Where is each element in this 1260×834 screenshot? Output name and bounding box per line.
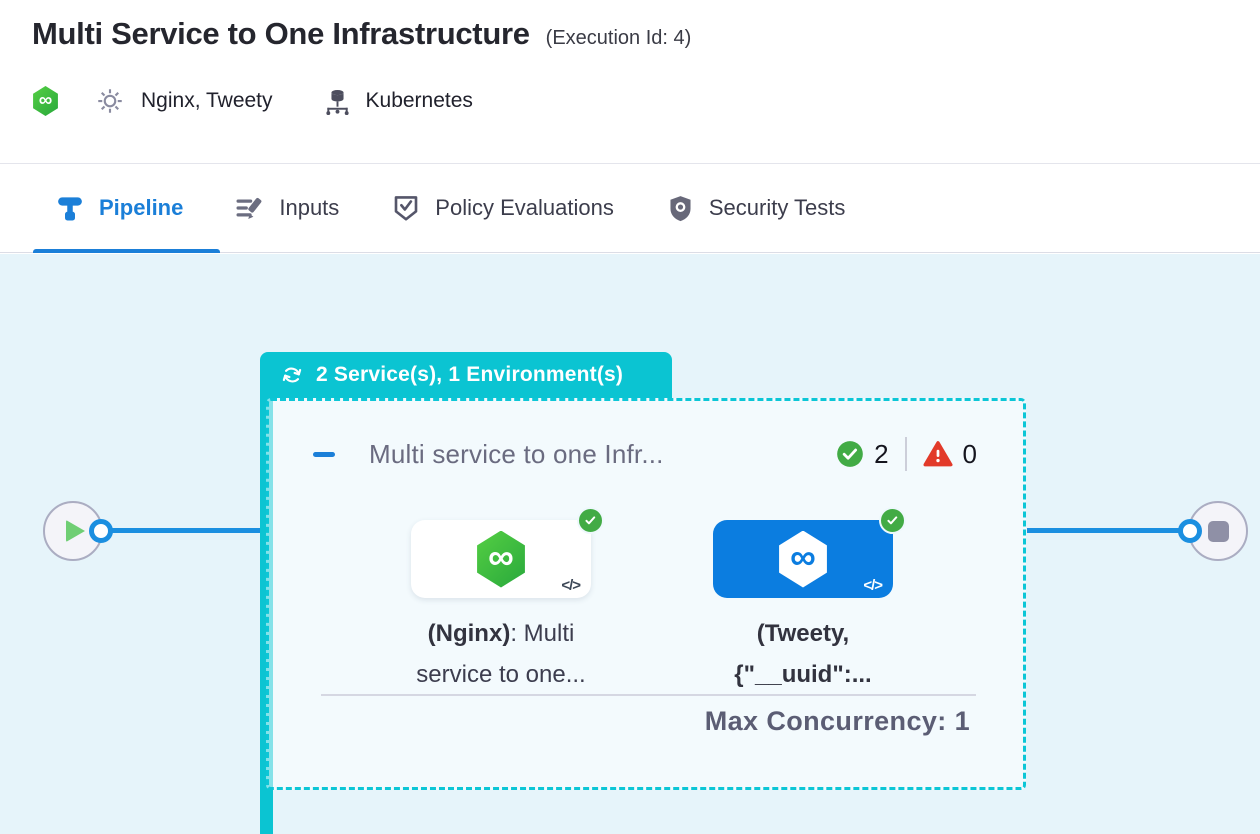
stage-header-row: Multi service to one Infr... 2 [313,437,977,471]
success-badge-icon [577,507,604,534]
max-concurrency-label: Max Concurrency: 1 [704,706,970,736]
connector-line-left [101,528,260,533]
service-label-line1: (Tweety, [691,613,915,654]
services-names: Nginx, Tweety [141,89,273,112]
policy-shield-check-icon [391,193,421,223]
pipeline-end-node[interactable] [1188,501,1248,561]
end-link-point[interactable] [1178,519,1202,543]
infinity-glyph: ∞ [488,536,514,577]
security-shield-icon [666,194,695,223]
tab-inputs[interactable]: Inputs [235,193,339,223]
tab-pipeline[interactable]: Pipeline [55,193,183,223]
count-divider [904,437,907,471]
harness-service-icon: ∞ [477,530,525,588]
gear-icon [95,86,125,116]
page-title: Multi Service to One Infrastructure [32,16,530,51]
stage-group-badge-label: 2 Service(s), 1 Environment(s) [316,363,624,386]
tab-policy-evaluations-label: Policy Evaluations [435,195,614,220]
service-label-line2: service to one... [416,661,586,688]
tab-inputs-label: Inputs [279,195,340,220]
harness-service-icon: ∞ [33,86,58,116]
service-label-nginx[interactable]: (Nginx): Multi service to one... [389,613,613,695]
start-link-point[interactable] [89,519,113,543]
loop-icon [279,362,305,388]
stage-footer-divider [321,694,976,696]
service-card-tweety[interactable]: ∞ </> [713,507,906,598]
execution-header: Multi Service to One Infrastructure (Exe… [0,0,1260,163]
failed-count: 0 [962,438,977,469]
stage-group-badge[interactable]: 2 Service(s), 1 Environment(s) [260,352,672,398]
active-tab-underline [33,249,220,253]
inputs-icon [235,193,265,223]
tab-policy-evaluations[interactable]: Policy Evaluations [391,193,614,223]
service-label-line1: (Nginx): Multi [389,613,613,654]
service-name: (Tweety, [756,620,850,647]
service-label-line2: {"__uuid":... [734,661,872,688]
code-icon: </> [863,577,883,594]
tab-security-tests-label: Security Tests [708,195,846,220]
header-meta-row: ∞ Nginx, Tweety [32,86,473,116]
stage-status-counts: 2 0 [836,437,977,471]
pipeline-icon [55,193,85,223]
service-name: (Nginx) [427,620,511,647]
infrastructure-icon [323,87,352,116]
infrastructure-name: Kubernetes [365,89,473,112]
stop-icon [1207,520,1229,542]
tab-security-tests[interactable]: Security Tests [666,194,846,223]
code-icon: </> [561,577,581,594]
harness-service-icon: ∞ [779,530,827,588]
stage-group-container[interactable]: Multi service to one Infr... 2 [266,398,1026,790]
service-card-nginx[interactable]: ∞ </> [411,507,604,598]
execution-id: (Execution Id: 4) [545,27,692,49]
success-check-icon [836,440,864,468]
success-badge-icon [879,507,906,534]
connector-line-right [1027,528,1190,533]
play-icon [66,520,85,542]
collapse-stage-button[interactable] [313,451,335,457]
tab-pipeline-label: Pipeline [99,195,184,220]
service-label-tweety[interactable]: (Tweety, {"__uuid":... [691,613,915,695]
execution-tabbar: Pipeline Inputs [0,163,1260,253]
success-count: 2 [874,438,889,469]
service-name-rest: : Multi [510,620,575,647]
title-row: Multi Service to One Infrastructure (Exe… [32,16,691,52]
infinity-glyph: ∞ [790,536,816,577]
stage-title: Multi service to one Infr... [369,438,664,469]
infinity-glyph: ∞ [38,89,53,111]
failure-warning-icon [923,440,953,468]
pipeline-canvas[interactable]: 2 Service(s), 1 Environment(s) Multi ser… [0,254,1260,834]
